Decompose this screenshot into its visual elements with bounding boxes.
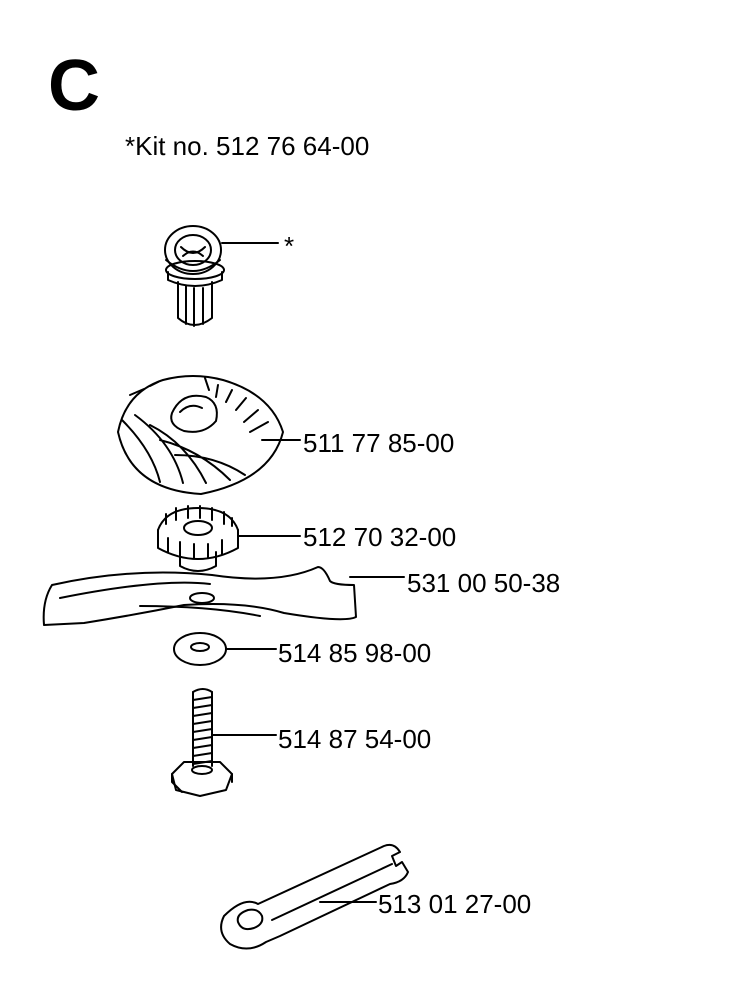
part-label-bolt: 514 87 54-00 (278, 724, 432, 754)
blade-holder-illustration (158, 506, 300, 571)
fan-illustration (118, 376, 300, 494)
wrench-illustration (221, 845, 408, 949)
part-label-washer: 514 85 98-00 (278, 638, 432, 668)
part-label-fan: 511 77 85-00 (303, 428, 455, 458)
part-label-blade-holder: 512 70 32-00 (303, 522, 457, 552)
part-label-blade: 531 00 50-38 (407, 568, 561, 598)
washer-illustration (174, 633, 276, 665)
part-label-wrench: 513 01 27-00 (378, 889, 532, 919)
kit-adapter-illustration (165, 226, 278, 326)
blade-illustration (44, 567, 404, 625)
kit-note: *Kit no. 512 76 64-00 (125, 131, 370, 161)
bolt-illustration (172, 689, 276, 796)
part-label-kit-adapter: * (284, 231, 295, 261)
section-letter: C (48, 46, 100, 126)
